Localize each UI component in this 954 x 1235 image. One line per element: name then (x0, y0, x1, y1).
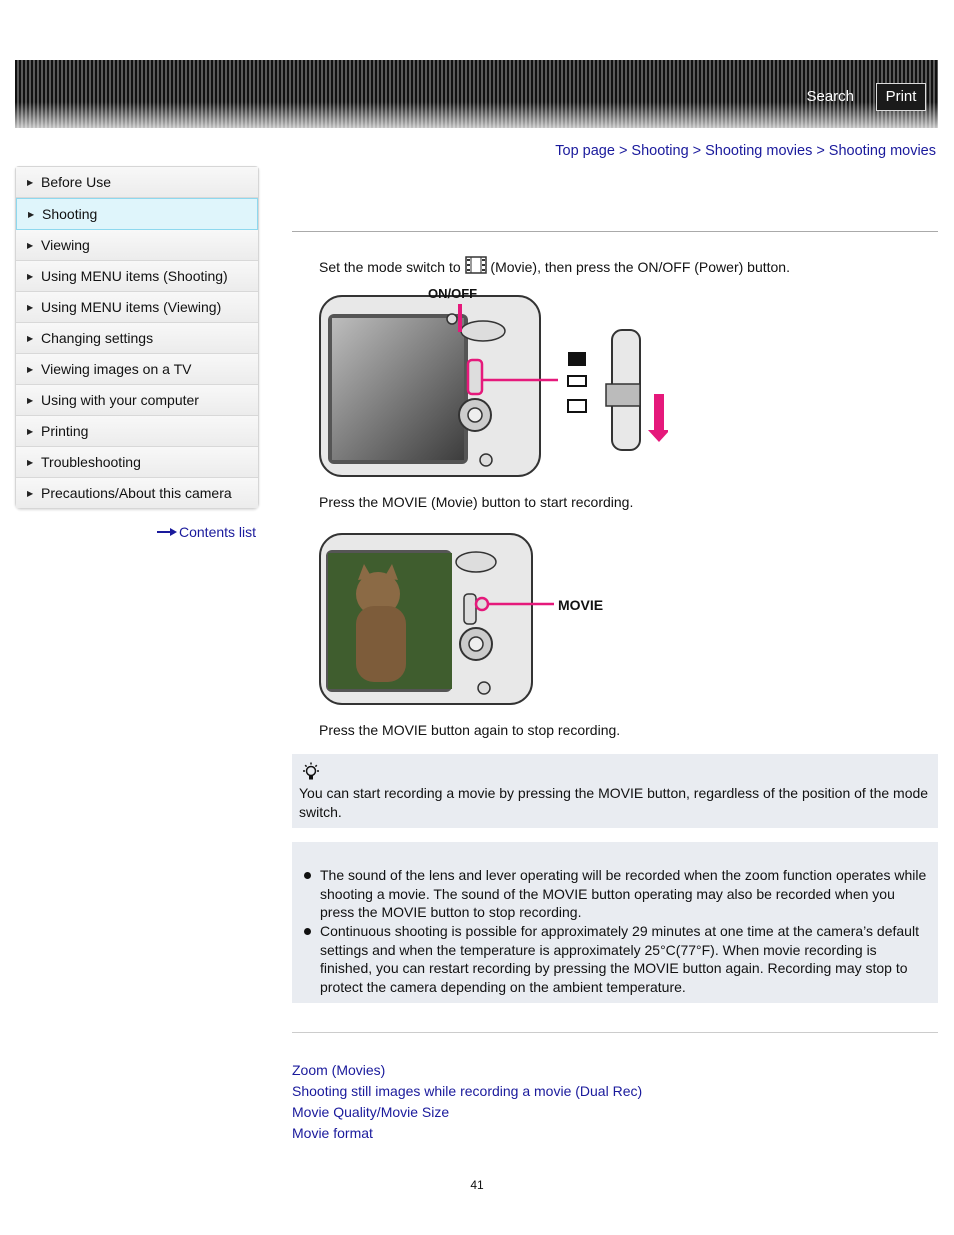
breadcrumb-top-page[interactable]: Top page (555, 143, 615, 159)
tip-box: You can start recording a movie by press… (292, 754, 938, 828)
camera-movie-button-illustration: MOVIE (319, 533, 603, 705)
arrow-right-icon (157, 528, 177, 536)
bullet-icon (304, 928, 311, 935)
triangle-right-icon: ▶ (27, 303, 34, 312)
triangle-right-icon: ▶ (27, 458, 34, 467)
step-1-suffix: (Movie), then press the ON/OFF (Power) b… (490, 259, 790, 275)
page-number: 41 (470, 1178, 484, 1192)
divider (292, 231, 938, 232)
breadcrumb-current[interactable]: Shooting movies (828, 143, 936, 159)
header-bar: Search Print (15, 60, 938, 128)
sidebar-item-shooting[interactable]: ▶ Shooting (16, 198, 258, 230)
related-link-movie-format[interactable]: Movie format (292, 1125, 373, 1141)
contents-list-label: Contents list (179, 524, 257, 540)
note-text: Continuous shooting is possible for appr… (320, 923, 919, 995)
related-link-movie-quality[interactable]: Movie Quality/Movie Size (292, 1104, 450, 1120)
sidebar-item-label: Using MENU items (Shooting) (41, 268, 228, 284)
sidebar-item-label: Shooting (42, 206, 98, 222)
sidebar-item-viewing[interactable]: ▶ Viewing (16, 230, 258, 261)
sidebar-item-menu-shooting[interactable]: ▶ Using MENU items (Shooting) (16, 261, 258, 292)
triangle-right-icon: ▶ (27, 334, 34, 343)
triangle-right-icon: ▶ (27, 272, 34, 281)
triangle-right-icon: ▶ (27, 241, 34, 250)
sidebar-item-changing-settings[interactable]: ▶ Changing settings (16, 323, 258, 354)
breadcrumb-shooting[interactable]: Shooting (631, 143, 689, 159)
step-2-text: Press the MOVIE (Movie) button to start … (319, 494, 634, 510)
sidebar-item-menu-viewing[interactable]: ▶ Using MENU items (Viewing) (16, 292, 258, 323)
sidebar-item-viewing-on-tv[interactable]: ▶ Viewing images on a TV (16, 354, 258, 385)
step-1-text: Set the mode switch to (Movie), then pre… (319, 256, 790, 275)
sidebar-item-before-use[interactable]: ▶ Before Use (16, 167, 258, 198)
print-button[interactable]: Print (876, 83, 926, 111)
camera-mode-switch-illustration: ON/OFF (319, 286, 668, 477)
breadcrumb: Top page>Shooting>Shooting movies>Shooti… (555, 143, 936, 159)
sidebar-item-computer[interactable]: ▶ Using with your computer (16, 385, 258, 416)
triangle-right-icon: ▶ (27, 489, 34, 498)
sidebar-item-label: Using with your computer (41, 392, 199, 408)
divider (292, 1032, 938, 1033)
search-link[interactable]: Search (806, 88, 854, 105)
sidebar-item-printing[interactable]: ▶ Printing (16, 416, 258, 447)
sidebar-item-label: Troubleshooting (41, 454, 141, 470)
contents-list-link[interactable]: Contents list (157, 524, 256, 540)
movie-mode-icon (464, 256, 487, 274)
step-3-text: Press the MOVIE button again to stop rec… (319, 722, 621, 738)
note-item: Continuous shooting is possible for appr… (292, 922, 938, 998)
related-link-dual-rec[interactable]: Shooting still images while recording a … (292, 1083, 643, 1099)
note-text: The sound of the lens and lever operatin… (320, 867, 927, 920)
movie-callout-label: MOVIE (558, 597, 603, 613)
related-link-zoom-movies[interactable]: Zoom (Movies) (292, 1062, 386, 1078)
note-item: The sound of the lens and lever operatin… (292, 866, 938, 922)
notes-box: The sound of the lens and lever operatin… (292, 842, 938, 1003)
sidebar-item-precautions[interactable]: ▶ Precautions/About this camera (16, 478, 258, 508)
triangle-right-icon: ▶ (27, 396, 34, 405)
bullet-icon (304, 872, 311, 879)
sidebar-item-label: Precautions/About this camera (41, 485, 232, 501)
breadcrumb-separator: > (618, 143, 628, 159)
onoff-callout-label: ON/OFF (428, 286, 477, 301)
sidebar-item-label: Using MENU items (Viewing) (41, 299, 222, 315)
sidebar-item-troubleshooting[interactable]: ▶ Troubleshooting (16, 447, 258, 478)
sidebar-item-label: Changing settings (41, 330, 154, 346)
sidebar-item-label: Printing (41, 423, 89, 439)
sidebar-item-label: Before Use (41, 174, 112, 190)
sidebar-item-label: Viewing (41, 237, 90, 253)
sidebar-item-label: Viewing images on a TV (41, 361, 192, 377)
triangle-right-icon: ▶ (27, 427, 34, 436)
sidebar-nav: ▶ Before Use ▶ Shooting ▶ Viewing ▶ Using ME… (15, 166, 259, 509)
triangle-right-icon: ▶ (28, 210, 35, 219)
tip-text: You can start recording a movie by press… (299, 785, 929, 820)
triangle-right-icon: ▶ (27, 178, 34, 187)
breadcrumb-separator: > (692, 143, 702, 159)
breadcrumb-separator: > (816, 143, 825, 159)
breadcrumb-shooting-movies[interactable]: Shooting movies (705, 143, 813, 159)
step-1-prefix: Set the mode switch to (319, 259, 461, 275)
lightbulb-icon (303, 762, 319, 780)
triangle-right-icon: ▶ (27, 365, 34, 374)
